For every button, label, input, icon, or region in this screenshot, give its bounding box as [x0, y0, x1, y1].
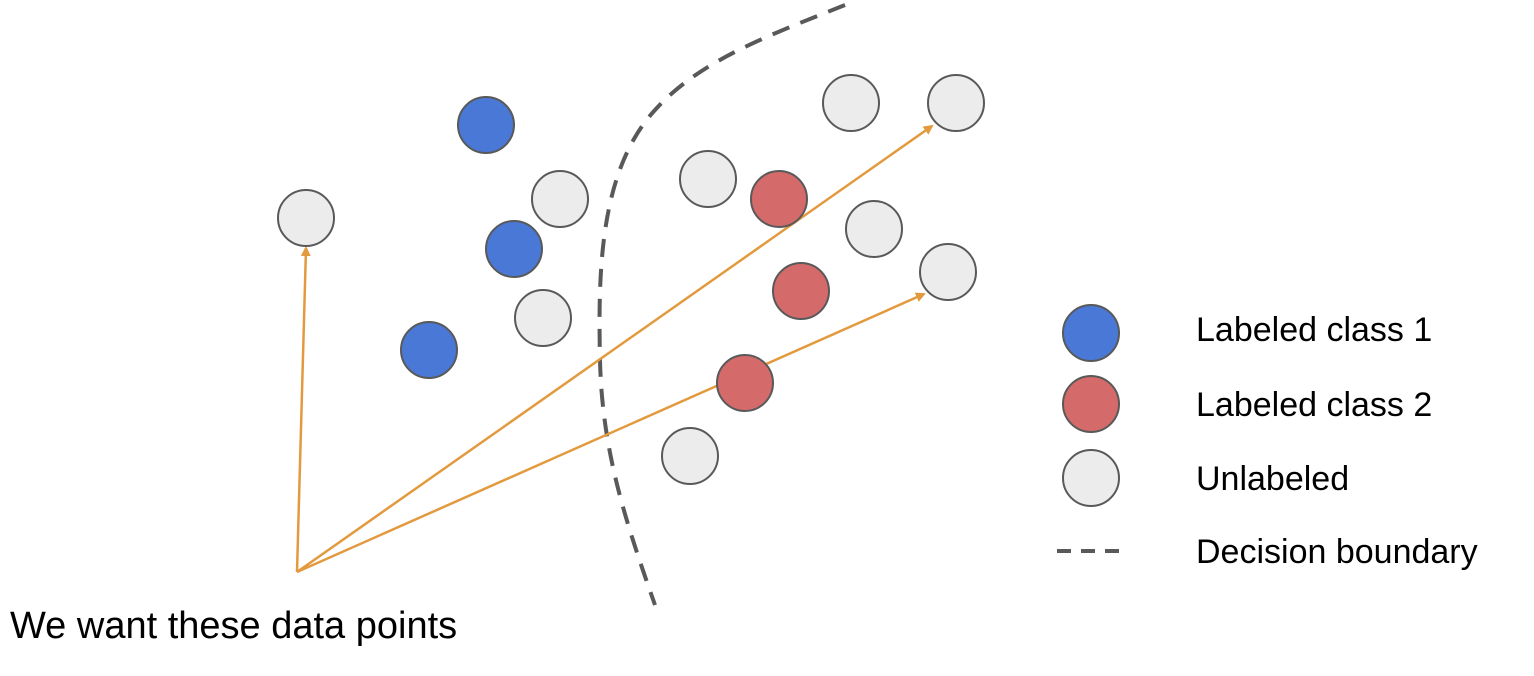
labeled-class-2-point: [772, 262, 830, 320]
target-unlabeled-point: [277, 189, 335, 247]
legend-label-labeled-class-1: Labeled class 1: [1196, 311, 1432, 349]
labeled-class-1-point: [485, 220, 543, 278]
unlabeled-point: [679, 150, 737, 208]
labeled-class-2-point: [716, 354, 774, 412]
caption: We want these data points: [10, 605, 457, 647]
arrow-group: [295, 124, 934, 574]
arrow-to-top-right-point: [296, 124, 934, 574]
unlabeled-point: [514, 289, 572, 347]
data-points: [277, 74, 985, 485]
unlabeled-point: [661, 427, 719, 485]
unlabeled-point: [531, 170, 589, 228]
arrow-to-left-point: [295, 246, 311, 573]
legend: Labeled class 1 Labeled class 2 Unlabele…: [1057, 304, 1478, 571]
labeled-class-1-point: [457, 96, 515, 154]
legend-swatch-labeled-class-2: [1062, 375, 1120, 433]
unlabeled-point: [845, 200, 903, 258]
labeled-class-2-point: [750, 170, 808, 228]
target-unlabeled-point: [927, 74, 985, 132]
legend-label-decision-boundary: Decision boundary: [1196, 533, 1478, 571]
target-unlabeled-point: [919, 243, 977, 301]
arrow-to-right-point: [296, 292, 926, 574]
legend-label-unlabeled: Unlabeled: [1196, 460, 1349, 498]
unlabeled-point: [822, 74, 880, 132]
labeled-class-1-point: [400, 321, 458, 379]
legend-swatch-unlabeled: [1062, 449, 1120, 507]
legend-swatch-labeled-class-1: [1062, 304, 1120, 362]
decision-boundary-line: [597, 3, 846, 606]
legend-label-labeled-class-2: Labeled class 2: [1196, 386, 1432, 424]
